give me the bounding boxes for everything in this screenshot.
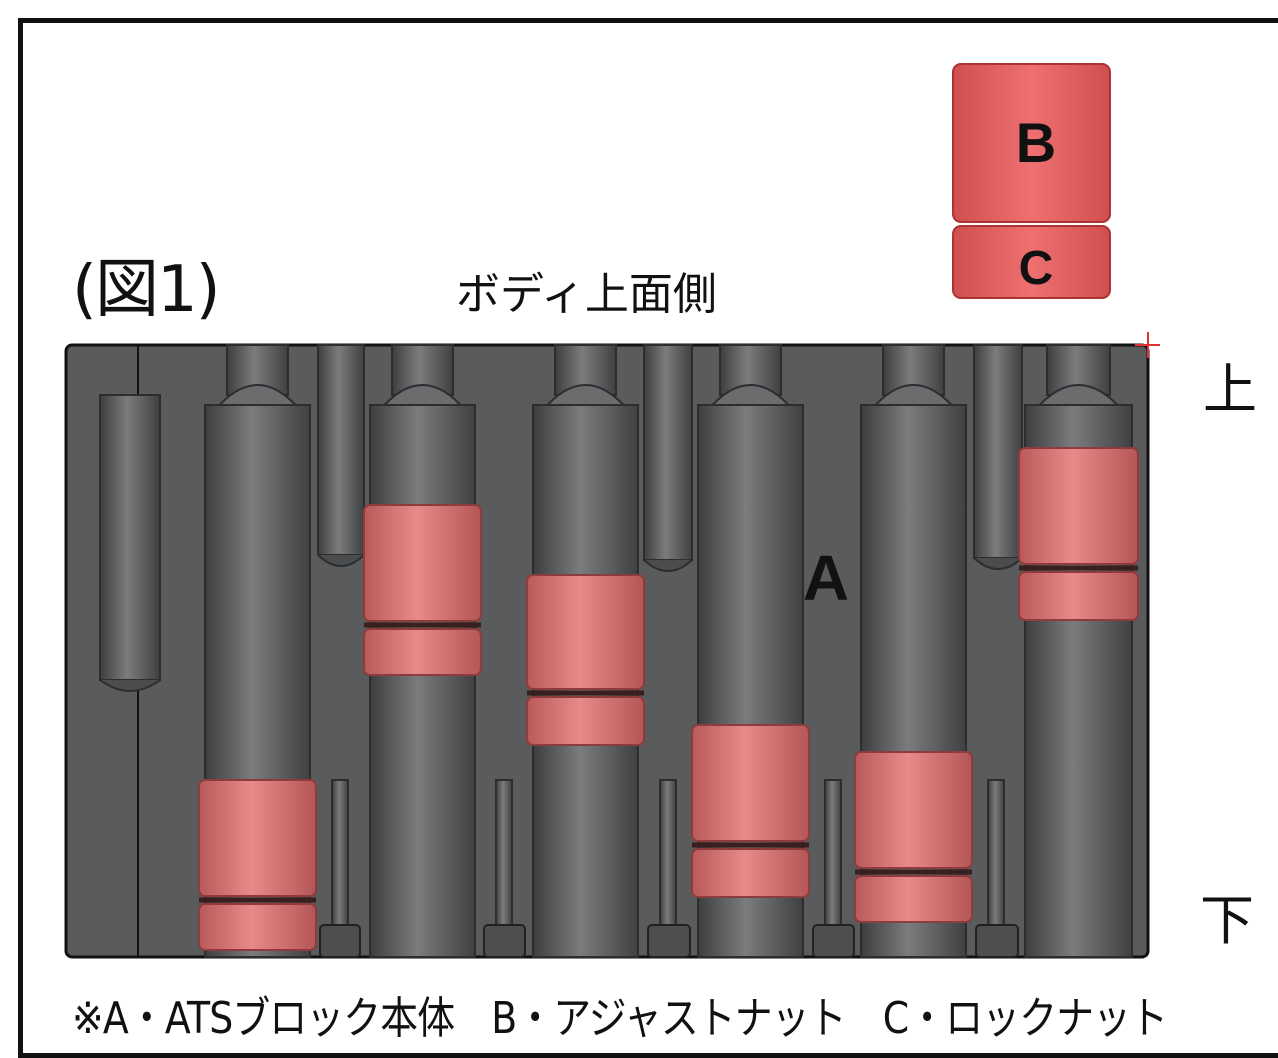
screw-shaft bbox=[659, 779, 677, 931]
adjust-nut-b bbox=[691, 724, 810, 842]
legend-c-label: C bbox=[1019, 242, 1054, 295]
figure-label: (図1) bbox=[72, 253, 221, 327]
guide-pin-tip bbox=[643, 559, 693, 572]
body-top-side-label: ボディ上面側 bbox=[456, 269, 717, 320]
screw-shaft bbox=[331, 779, 349, 931]
guide-pin-tip bbox=[973, 557, 1023, 570]
adjust-nut-b bbox=[1018, 447, 1139, 565]
legend-b-label: B bbox=[1016, 111, 1056, 174]
screw-head bbox=[483, 924, 526, 958]
screw-head bbox=[812, 924, 855, 958]
lock-nut-c bbox=[198, 903, 317, 951]
adjust-nut-b bbox=[854, 751, 973, 869]
adjust-nut-b bbox=[198, 779, 317, 897]
guide-pin bbox=[99, 394, 161, 681]
guide-pin bbox=[643, 344, 693, 561]
screw-head bbox=[319, 924, 361, 958]
adjuster-cylinder bbox=[369, 404, 476, 958]
screw-shaft bbox=[987, 779, 1005, 931]
screw-shaft bbox=[495, 779, 513, 931]
legend-nut-c bbox=[952, 225, 1111, 299]
guide-pin bbox=[973, 344, 1023, 559]
lock-nut-c bbox=[1018, 571, 1139, 621]
adjust-nut-b bbox=[526, 574, 645, 690]
adjust-nut-b bbox=[363, 504, 482, 622]
legend-nut bbox=[952, 63, 1111, 299]
lock-nut-c bbox=[691, 848, 810, 898]
adjuster-stem bbox=[391, 344, 454, 396]
block-label-a: A bbox=[803, 542, 849, 614]
guide-pin bbox=[317, 344, 365, 556]
lock-nut-c bbox=[526, 696, 645, 746]
screw-head bbox=[647, 924, 691, 958]
legend-nut-b bbox=[952, 63, 1111, 223]
direction-down-label: 下 bbox=[1200, 889, 1254, 952]
screw-head bbox=[975, 924, 1019, 958]
guide-pin-tip bbox=[317, 554, 365, 567]
screw-shaft bbox=[824, 779, 842, 931]
lock-nut-c bbox=[854, 875, 973, 923]
lock-nut-c bbox=[363, 628, 482, 676]
parts-caption: ※A・ATSブロック本体 B・アジャストナット C・ロックナット bbox=[72, 993, 1168, 1044]
guide-pin-tip bbox=[99, 679, 161, 692]
adjuster-columns bbox=[99, 344, 1139, 958]
direction-up-label: 上 bbox=[1203, 358, 1257, 421]
